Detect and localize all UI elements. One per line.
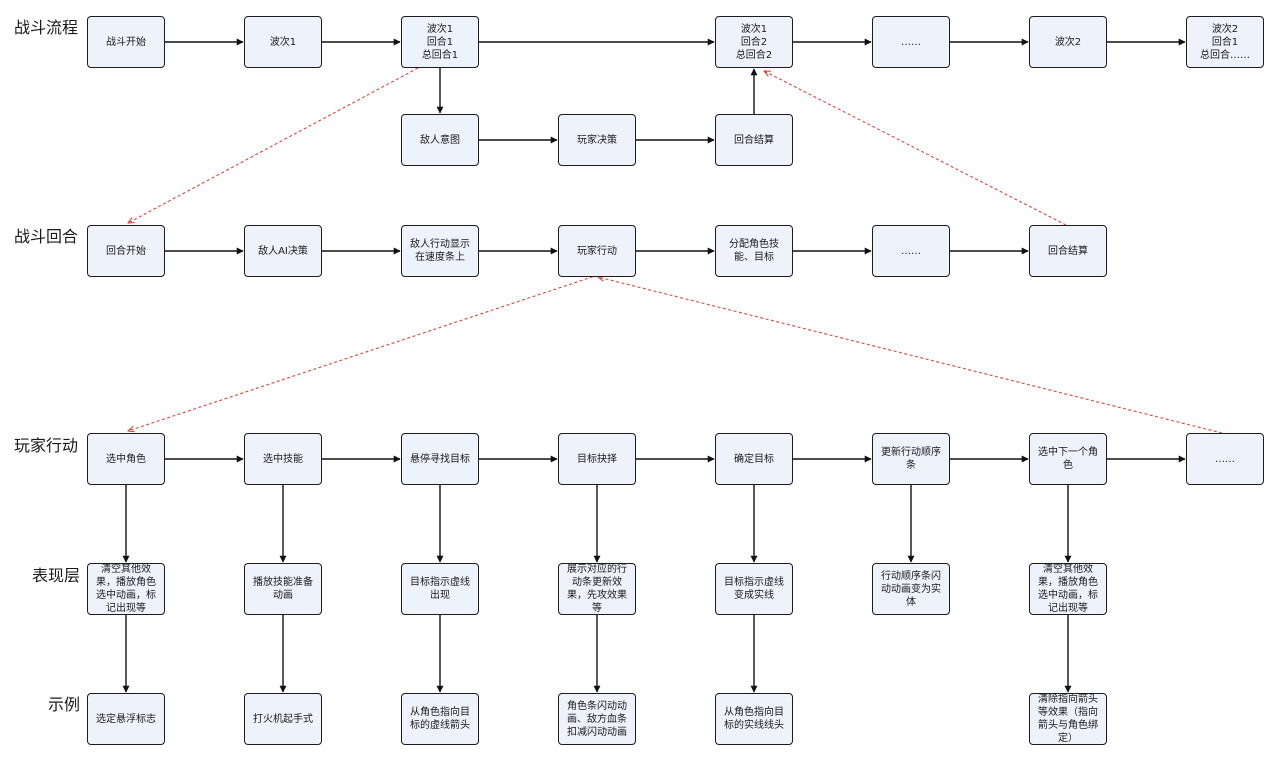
node-label: 玩家决策 [577, 134, 617, 146]
node-presentation-2[interactable]: 播放技能准备动画 [244, 563, 322, 615]
node-label: 战斗开始 [106, 36, 146, 48]
node-presentation-3[interactable]: 目标指示虚线出现 [401, 563, 479, 615]
dashed-relation-arrow [764, 71, 1067, 226]
node-select-character[interactable]: 选中角色 [87, 433, 165, 485]
node-presentation-7[interactable]: 清空其他效果，播放角色选中动画，标记出现等 [1029, 563, 1107, 615]
row-label-battle-flow: 战斗流程 [14, 18, 79, 37]
node-label: 敌人AI决策 [258, 245, 308, 257]
node-label: 打火机起手式 [253, 713, 313, 725]
node-label: 分配角色技能、目标 [729, 239, 779, 263]
node-label: 选中技能 [263, 453, 303, 465]
node-flow-ellipsis[interactable]: …… [872, 16, 950, 68]
node-label: 波次1 [269, 36, 297, 48]
node-round-start[interactable]: 回合开始 [87, 225, 165, 277]
node-label: 目标指示虚线出现 [410, 577, 470, 601]
node-enemy-action-on-speedbar[interactable]: 敌人行动显示在速度条上 [401, 225, 479, 277]
node-label-line: 波次1 [426, 23, 454, 35]
node-assign-skill-target[interactable]: 分配角色技能、目标 [715, 225, 793, 277]
node-label: …… [1215, 453, 1235, 465]
node-label: …… [901, 36, 921, 48]
node-presentation-4[interactable]: 展示对应的行动条更新效果，先攻效果等 [558, 563, 636, 615]
node-label: 目标指示虚线变成实线 [724, 577, 784, 601]
node-label: 播放技能准备动画 [253, 577, 313, 601]
node-label-line: 回合1 [1211, 36, 1239, 48]
node-label: 波次2 [1054, 36, 1082, 48]
node-label: 悬停寻找目标 [410, 453, 470, 465]
node-example-1[interactable]: 选定悬浮标志 [87, 693, 165, 745]
node-label: 行动顺序条闪动动画变为实体 [881, 570, 941, 608]
node-label: 清空其他效果，播放角色选中动画，标记出现等 [96, 564, 156, 614]
node-label: 回合结算 [734, 134, 774, 146]
node-player-action[interactable]: 玩家行动 [558, 225, 636, 277]
node-target-choose[interactable]: 目标抉择 [558, 433, 636, 485]
node-confirm-target[interactable]: 确定目标 [715, 433, 793, 485]
node-update-order-bar[interactable]: 更新行动顺序条 [872, 433, 950, 485]
node-label: …… [901, 245, 921, 257]
dashed-relation-arrow [598, 277, 1223, 434]
node-presentation-1[interactable]: 清空其他效果，播放角色选中动画，标记出现等 [87, 563, 165, 615]
node-presentation-5[interactable]: 目标指示虚线变成实线 [715, 563, 793, 615]
node-label: 从角色指向目标的实线线头 [724, 707, 784, 731]
node-label-line: 总回合1 [421, 49, 459, 61]
node-label: 选定悬浮标志 [96, 713, 156, 725]
node-label: 敌人行动显示在速度条上 [410, 239, 470, 263]
node-label: 回合结算 [1048, 245, 1088, 257]
node-example-4[interactable]: 角色条闪动动画、敌方血条扣减闪动动画 [558, 693, 636, 745]
node-label-line: 波次1 [740, 23, 768, 35]
edge-group [122, 38, 1223, 693]
node-label: 更新行动顺序条 [881, 447, 941, 471]
node-action-ellipsis[interactable]: …… [1186, 433, 1264, 485]
node-enemy-ai-decision[interactable]: 敌人AI决策 [244, 225, 322, 277]
node-label: 敌人意图 [420, 134, 460, 146]
node-round-settle[interactable]: 回合结算 [715, 114, 793, 166]
row-label-example: 示例 [48, 695, 81, 714]
dashed-relation-arrow [128, 274, 599, 431]
node-label: 选中下一个角色 [1038, 447, 1098, 471]
node-select-next-character[interactable]: 选中下一个角色 [1029, 433, 1107, 485]
node-wave1[interactable]: 波次1 [244, 16, 322, 68]
node-example-5[interactable]: 从角色指向目标的实线线头 [715, 693, 793, 745]
node-round-settle-2[interactable]: 回合结算 [1029, 225, 1107, 277]
node-label: 选中角色 [106, 453, 146, 465]
node-label: 目标抉择 [577, 453, 617, 465]
node-label-line: 总回合…… [1200, 49, 1250, 61]
node-label: 玩家行动 [577, 245, 617, 257]
node-label: 展示对应的行动条更新效果，先攻效果等 [567, 564, 627, 614]
node-hover-target[interactable]: 悬停寻找目标 [401, 433, 479, 485]
row-label-battle-round: 战斗回合 [14, 227, 79, 246]
node-player-decision[interactable]: 玩家决策 [558, 114, 636, 166]
node-enemy-intent[interactable]: 敌人意图 [401, 114, 479, 166]
node-example-7[interactable]: 清除指向箭头等效果（指向箭头与角色绑定） [1029, 693, 1107, 745]
node-example-3[interactable]: 从角色指向目标的虚线箭头 [401, 693, 479, 745]
node-label: 角色条闪动动画、敌方血条扣减闪动动画 [567, 700, 627, 738]
node-select-skill[interactable]: 选中技能 [244, 433, 322, 485]
node-label: 清除指向箭头等效果（指向箭头与角色绑定） [1038, 694, 1098, 744]
node-label: 从角色指向目标的虚线箭头 [410, 707, 470, 731]
node-label-line: 总回合2 [735, 49, 773, 61]
node-battle-start[interactable]: 战斗开始 [87, 16, 165, 68]
node-label: 清空其他效果，播放角色选中动画，标记出现等 [1038, 564, 1098, 614]
node-example-2[interactable]: 打火机起手式 [244, 693, 322, 745]
node-label: 确定目标 [734, 453, 774, 465]
dashed-relation-arrow [128, 67, 419, 223]
node-label: 回合开始 [106, 245, 146, 257]
node-presentation-6[interactable]: 行动顺序条闪动动画变为实体 [872, 563, 950, 615]
node-round-ellipsis[interactable]: …… [872, 225, 950, 277]
row-label-presentation: 表现层 [32, 566, 81, 585]
node-label-line: 回合2 [740, 36, 768, 48]
node-label-line: 波次2 [1211, 23, 1239, 35]
node-wave2[interactable]: 波次2 [1029, 16, 1107, 68]
node-label-line: 回合1 [426, 36, 454, 48]
row-label-player-action: 玩家行动 [14, 436, 79, 455]
